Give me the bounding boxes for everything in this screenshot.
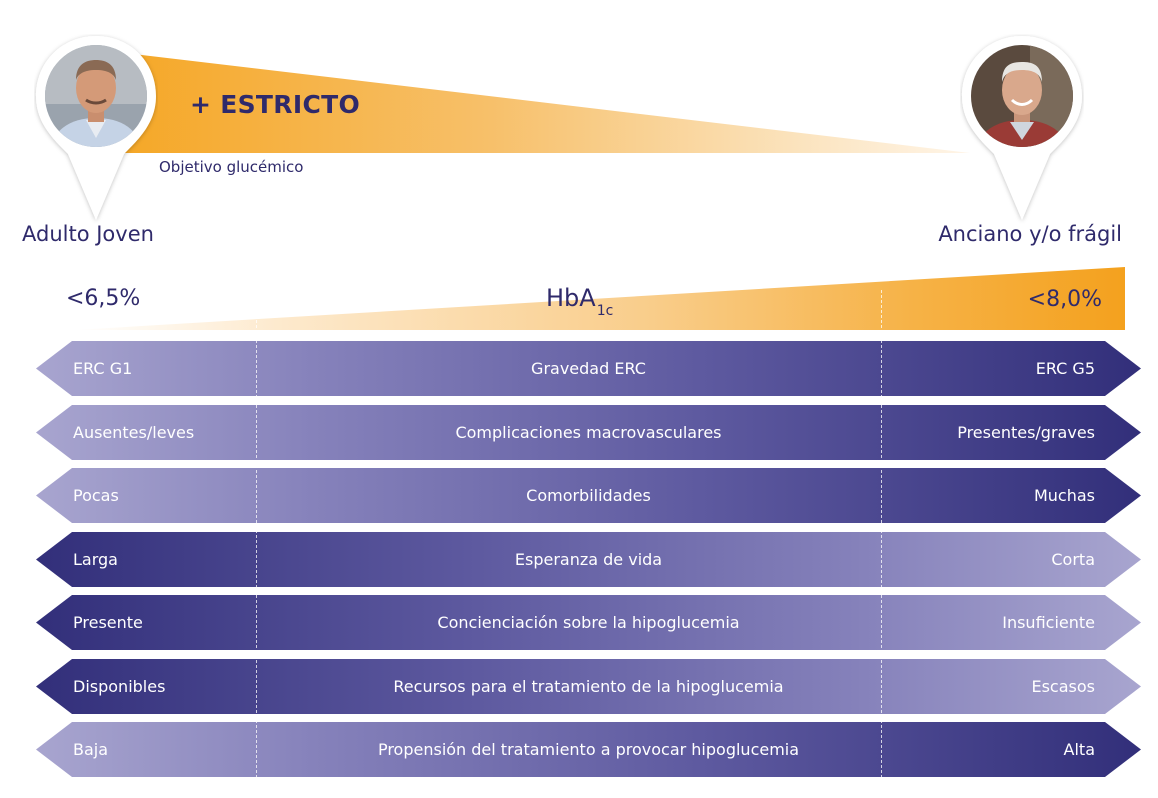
factor-row: Baja Propensión del tratamiento a provoc… [36, 722, 1141, 777]
row-left-label: Presente [73, 613, 143, 632]
factor-row: Ausentes/leves Complicaciones macrovascu… [36, 405, 1141, 460]
elderly-label: Anciano y/o frágil [938, 222, 1122, 246]
row-right-label: Corta [1051, 550, 1095, 569]
factor-row: ERC G1 Gravedad ERC ERC G5 [36, 341, 1141, 396]
elderly-photo [971, 45, 1073, 147]
row-factor-label: Recursos para el tratamiento de la hipog… [393, 677, 784, 696]
young-adult-label: Adulto Joven [22, 222, 154, 246]
row-left-label: Pocas [73, 486, 119, 505]
row-left-label: Disponibles [73, 677, 166, 696]
row-factor-label: Propensión del tratamiento a provocar hi… [377, 740, 800, 759]
row-factor-label: Concienciación sobre la hipoglucemia [437, 613, 740, 632]
young-adult-pin [34, 34, 158, 224]
factor-row: Larga Esperanza de vida Corta [36, 532, 1141, 587]
row-factor-label: Gravedad ERC [531, 359, 646, 378]
glycemic-goal-label: Objetivo glucémico [159, 158, 304, 176]
young-adult-photo [45, 45, 147, 147]
elderly-pin [960, 34, 1084, 224]
row-right-label: Alta [1063, 740, 1095, 759]
column-divider [881, 290, 882, 778]
factor-row: Presente Concienciación sobre la hipoglu… [36, 595, 1141, 650]
row-right-label: ERC G5 [1035, 359, 1095, 378]
row-right-label: Escasos [1031, 677, 1095, 696]
row-left-label: Ausentes/leves [73, 423, 195, 442]
hba1c-max-value: <8,0% [1027, 287, 1102, 312]
row-left-label: ERC G1 [73, 359, 133, 378]
column-divider [256, 290, 257, 778]
hba1c-min-value: <6,5% [66, 286, 141, 311]
hba1c-label: HbA1c [546, 284, 614, 319]
factor-row: Disponibles Recursos para el tratamiento… [36, 659, 1141, 714]
row-factor-label: Comorbilidades [526, 486, 651, 505]
row-left-label: Baja [73, 740, 109, 759]
row-left-label: Larga [73, 550, 118, 569]
row-right-label: Muchas [1033, 486, 1095, 505]
hba1c-subscript: 1c [596, 303, 614, 319]
factor-row: Pocas Comorbilidades Muchas [36, 468, 1141, 523]
row-right-label: Insuficiente [1002, 613, 1095, 632]
row-factor-label: Complicaciones macrovasculares [455, 423, 722, 442]
row-right-label: Presentes/graves [957, 423, 1095, 442]
row-factor-label: Esperanza de vida [514, 550, 663, 569]
strict-label: + ESTRICTO [190, 90, 360, 119]
